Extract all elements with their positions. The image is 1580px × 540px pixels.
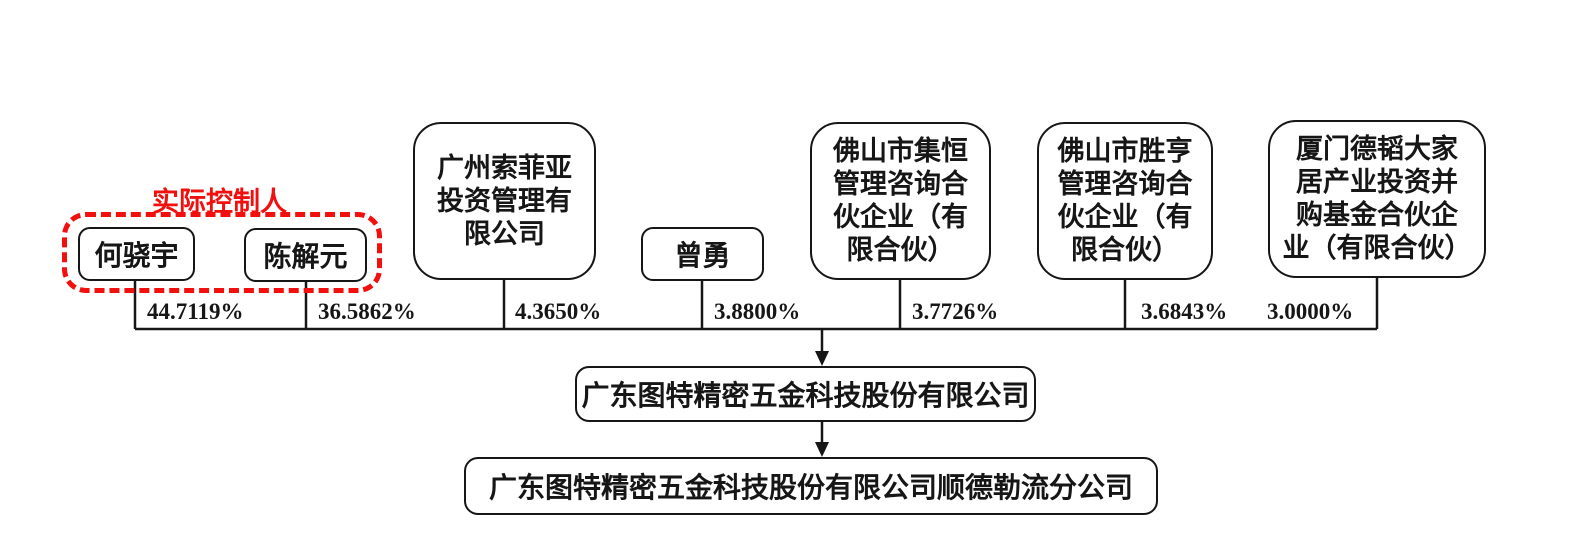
shareholder-box-detao-fund: 厦门德韬大家居产业投资并购基金合伙企业（有限合伙） [1268,120,1486,278]
shareholder-name: 广州索菲亚投资管理有限公司 [437,152,572,250]
shareholder-name: 何骁宇 [94,239,179,272]
shareholder-box-he-xiaoyu: 何骁宇 [78,227,195,281]
ownership-percentage: 3.6843% [1141,299,1228,324]
shareholder-box-zeng-yong: 曾勇 [641,227,764,281]
shareholder-name: 佛山市集恒管理咨询合伙企业（有限合伙） [833,136,968,266]
shareholder-name: 陈解元 [263,240,348,273]
ownership-percentage: 4.3650% [515,299,602,324]
actual-controller-label: 实际控制人 [152,187,287,218]
ownership-percentage: 3.8800% [714,299,801,324]
shareholder-name: 厦门德韬大家居产业投资并购基金合伙企业（有限合伙） [1282,134,1472,264]
actual-controller-group-outline [62,212,382,293]
company-name: 广东图特精密五金科技股份有限公司 [581,379,1030,412]
shareholder-box-jiheng-partnership: 佛山市集恒管理咨询合伙企业（有限合伙） [810,122,991,280]
branch-company-name: 广东图特精密五金科技股份有限公司顺德勒流分公司 [488,471,1133,504]
ownership-percentage: 3.0000% [1267,299,1354,324]
company-box: 广东图特精密五金科技股份有限公司 [575,366,1036,422]
shareholder-box-chen-jieyuan: 陈解元 [244,228,367,282]
ownership-percentage: 3.7726% [912,299,999,324]
branch-company-box: 广东图特精密五金科技股份有限公司顺德勒流分公司 [464,457,1158,515]
shareholder-box-sofia-investment: 广州索菲亚投资管理有限公司 [413,122,596,280]
shareholder-box-shengheng-partnership: 佛山市胜亨管理咨询合伙企业（有限合伙） [1037,122,1213,280]
ownership-percentage: 44.7119% [147,299,244,324]
shareholder-name: 佛山市胜亨管理咨询合伙企业（有限合伙） [1057,136,1193,266]
ownership-percentage: 36.5862% [318,299,416,324]
shareholder-name: 曾勇 [674,239,731,272]
